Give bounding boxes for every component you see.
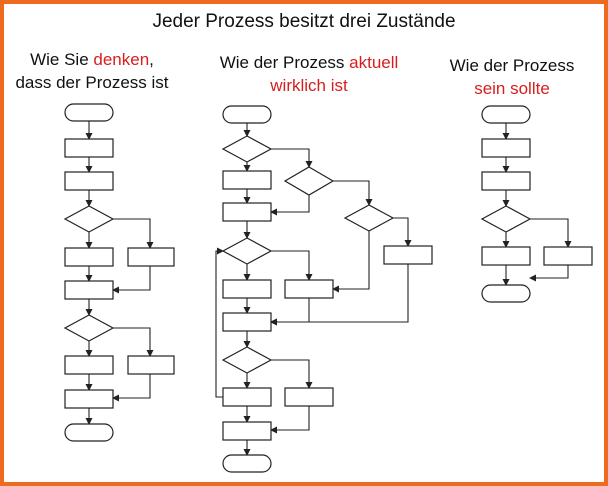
process-step: [222, 387, 272, 407]
decision-diamond: [63, 314, 115, 342]
column-heading-imagined: Wie Sie denken, dass der Prozess ist: [4, 48, 180, 94]
decision-diamond: [480, 205, 532, 233]
process-step: [222, 421, 272, 441]
process-step: [284, 279, 334, 299]
decision-diamond: [221, 135, 273, 163]
terminal-start: [481, 105, 531, 124]
column-heading-target: Wie der Prozess sein sollte: [424, 54, 600, 100]
process-step: [222, 202, 272, 222]
terminal-end: [481, 284, 531, 303]
decision-diamond: [343, 204, 395, 232]
flowchart-imagined: [63, 103, 175, 442]
heading-text: ,: [149, 50, 154, 69]
process-step: [222, 312, 272, 332]
process-step: [64, 171, 114, 191]
process-step: [127, 355, 175, 375]
heading-highlight: wirklich ist: [270, 76, 348, 95]
terminal-start: [64, 103, 114, 122]
decision-diamond: [221, 346, 273, 374]
decision-diamond: [283, 166, 335, 196]
heading-text: Wie der Prozess: [219, 53, 350, 72]
flowchart-target: [480, 105, 593, 303]
slide-title: Jeder Prozess besitzt drei Zustände: [152, 11, 456, 32]
process-step: [64, 355, 114, 375]
column-heading-actual: Wie der Prozess aktuell wirklich ist: [194, 51, 424, 97]
decision-diamond: [63, 205, 115, 233]
terminal-end: [222, 454, 272, 473]
process-step: [543, 246, 593, 266]
heading-text: dass der Prozess ist: [15, 73, 169, 92]
flowchart-actual: [215, 105, 433, 473]
heading-highlight: aktuell: [349, 53, 399, 72]
terminal-end: [64, 423, 114, 442]
process-step: [64, 138, 114, 158]
process-step: [481, 171, 531, 191]
process-step: [481, 138, 531, 158]
heading-highlight: sein sollte: [474, 79, 550, 98]
decision-diamond: [221, 237, 273, 265]
terminal-start: [222, 105, 272, 124]
process-step: [383, 245, 433, 265]
process-step: [222, 170, 272, 190]
process-step: [481, 246, 531, 266]
process-step: [222, 279, 272, 299]
process-step: [284, 387, 334, 407]
process-step: [127, 247, 175, 267]
heading-highlight: denken: [93, 50, 150, 69]
heading-text: Wie der Prozess: [449, 56, 575, 75]
process-step: [64, 389, 114, 409]
process-step: [64, 247, 114, 267]
process-step: [64, 280, 114, 300]
heading-text: Wie Sie: [30, 50, 94, 69]
